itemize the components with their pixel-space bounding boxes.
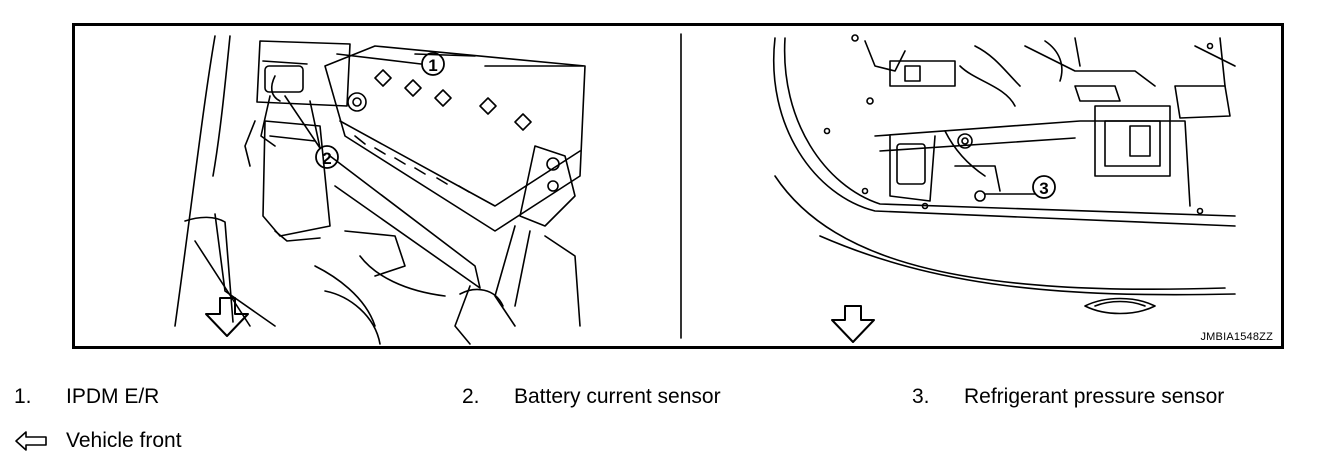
engine-bay-illustration: 1 2 <box>174 33 1236 345</box>
figure-code: JMBIA1548ZZ <box>1200 331 1273 343</box>
legend-number: 1. <box>14 385 32 408</box>
legend-vehicle-front-label: Vehicle front <box>66 429 182 452</box>
svg-text:2: 2 <box>322 149 331 168</box>
grille-emblem <box>1084 297 1156 315</box>
outline-arrow-left-icon <box>15 431 47 451</box>
right-panel-illustration <box>773 34 1236 315</box>
callout-1: 1 <box>421 52 445 76</box>
ipdm-box <box>244 40 351 167</box>
legend-label: Battery current sensor <box>514 385 721 408</box>
legend-number: 3. <box>912 385 930 408</box>
vehicle-front-arrow-right-panel <box>831 305 875 343</box>
left-panel-illustration <box>174 35 586 345</box>
vehicle-front-arrow-left-panel <box>205 297 249 337</box>
callout-2: 2 <box>315 145 339 169</box>
legend-label: Refrigerant pressure sensor <box>964 385 1225 408</box>
leader-line-2a <box>284 95 321 149</box>
leader-line-1 <box>336 53 422 65</box>
legend-label: IPDM E/R <box>66 385 160 408</box>
callout-3: 3 <box>1032 175 1056 199</box>
legend-number: 2. <box>462 385 480 408</box>
battery <box>324 45 586 232</box>
leader-line-2b <box>309 100 321 149</box>
diagram-frame: 1 2 <box>72 23 1284 349</box>
svg-text:1: 1 <box>428 56 437 75</box>
svg-text:3: 3 <box>1039 179 1048 198</box>
